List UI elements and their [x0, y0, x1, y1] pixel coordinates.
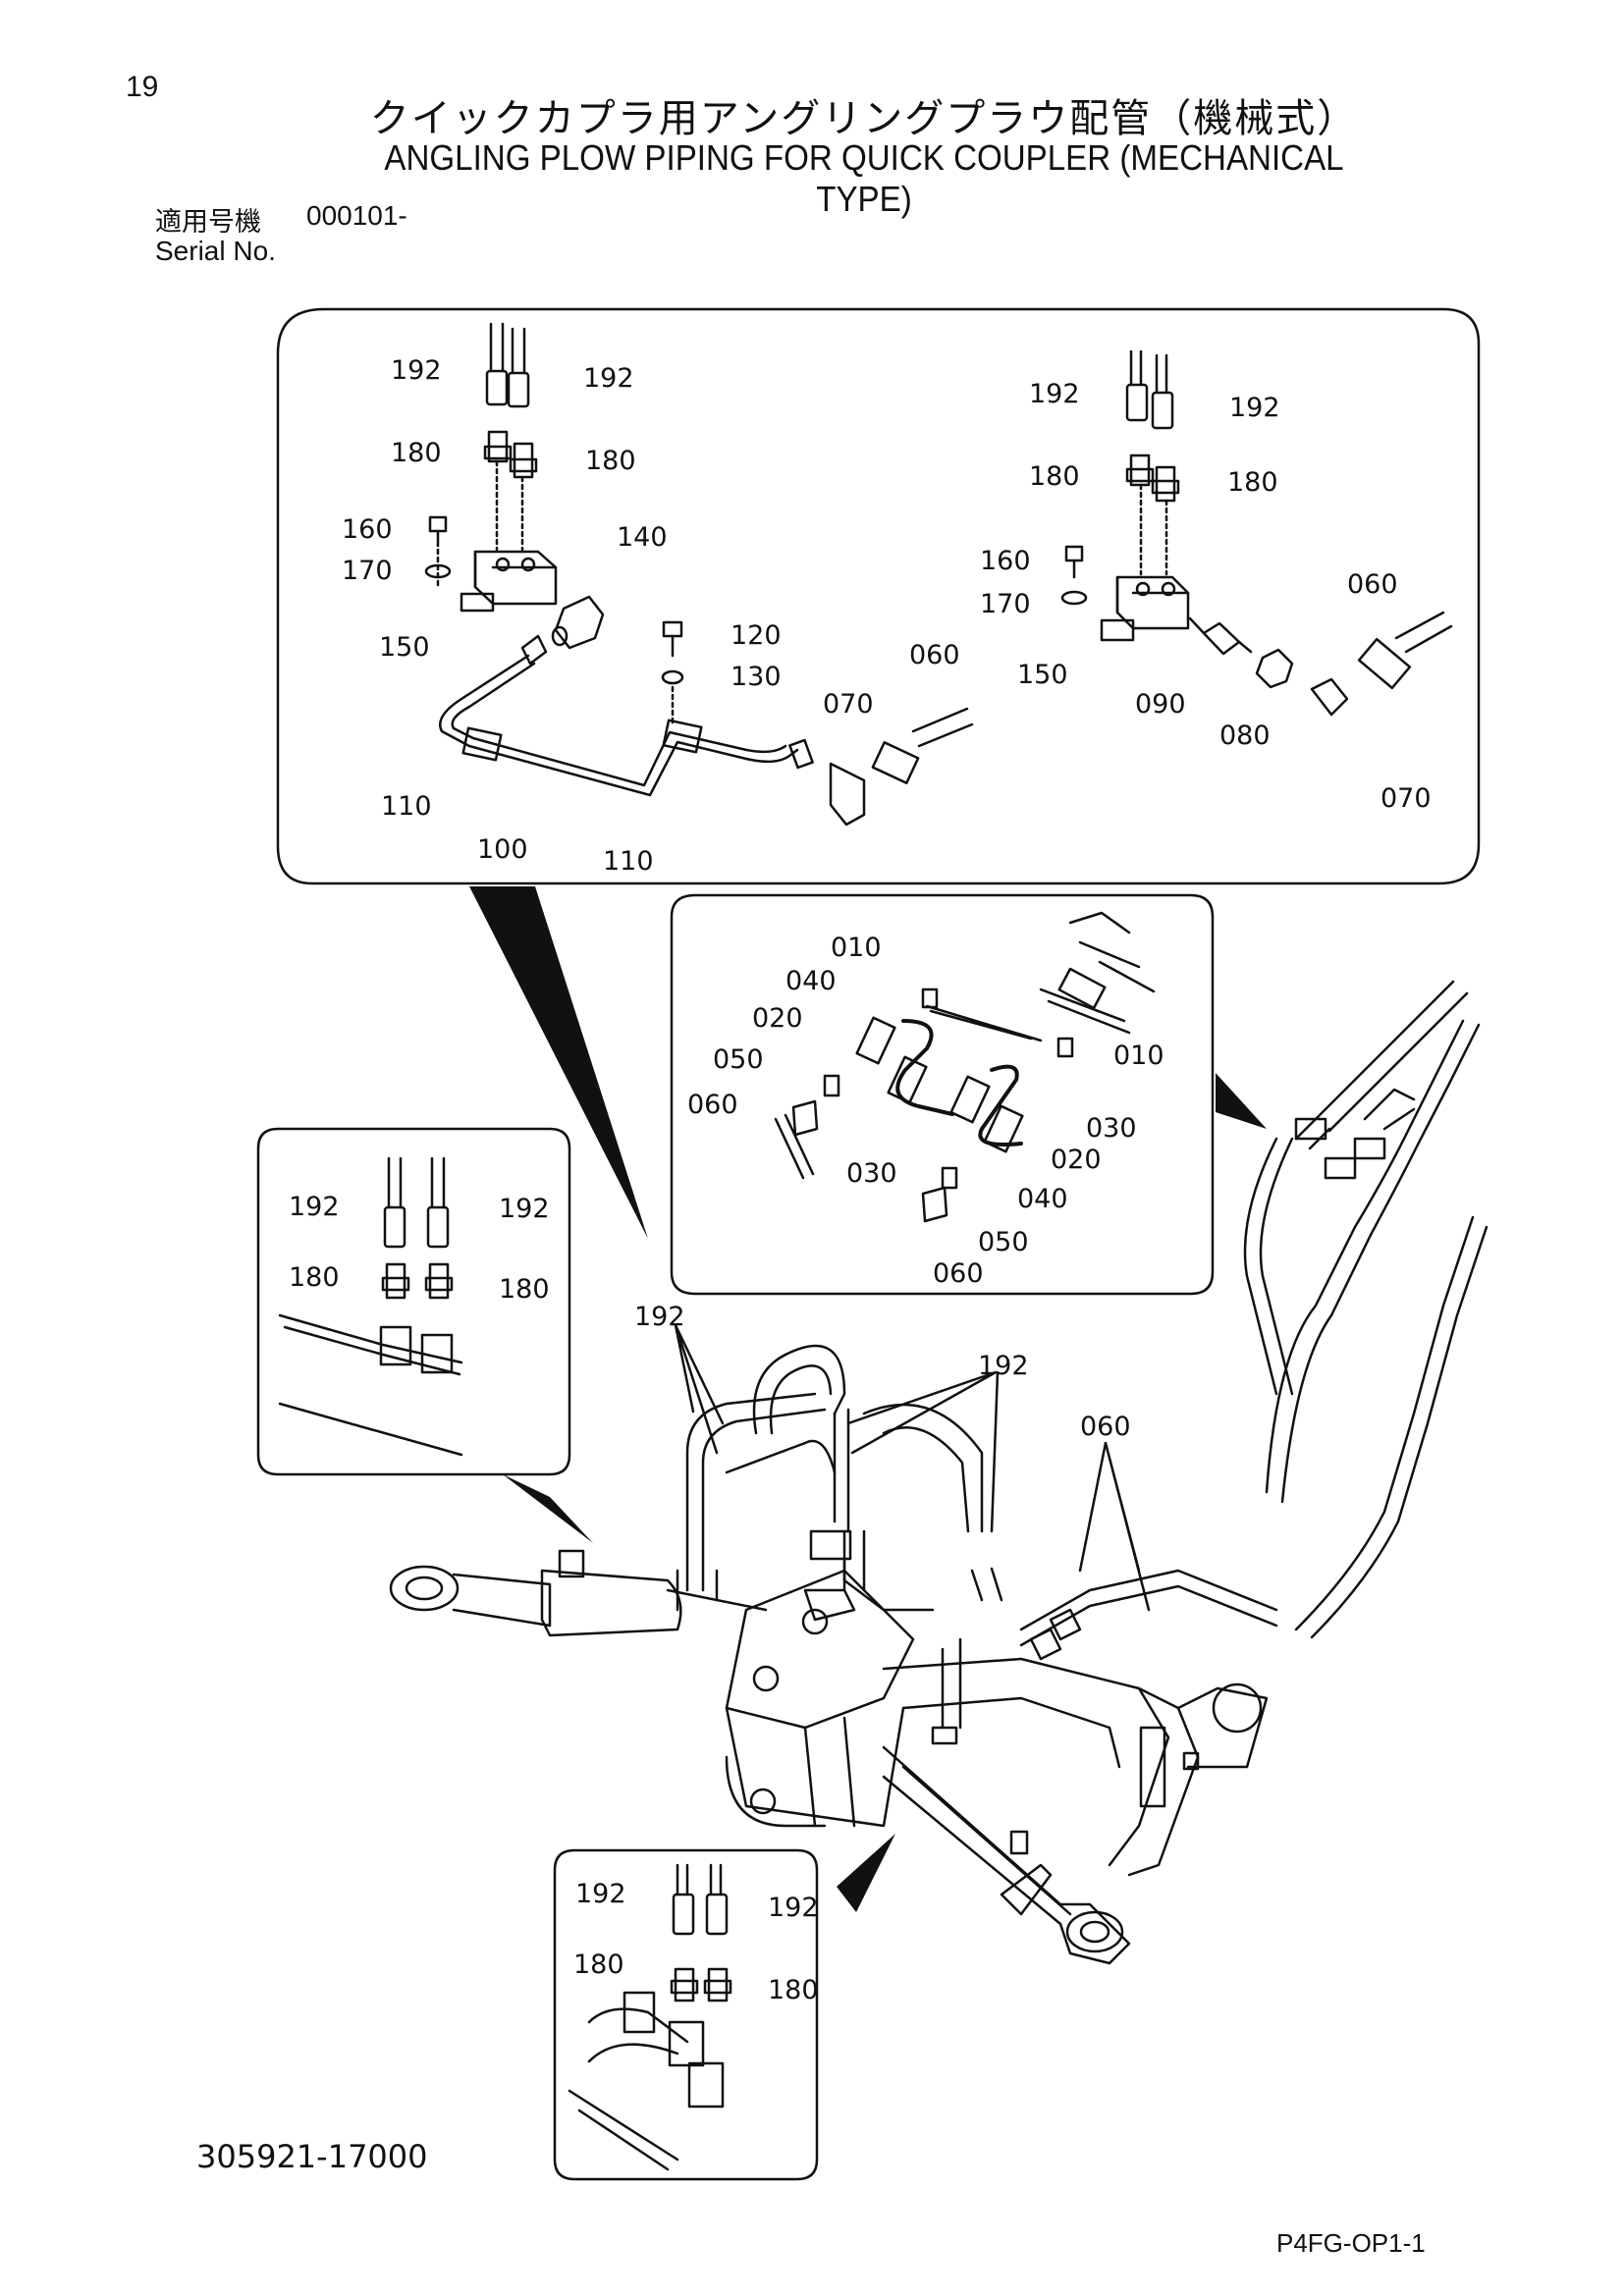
left-detail-frame [256, 1127, 571, 1476]
callout-label: 020 [752, 1003, 803, 1034]
callout-label: 030 [1086, 1113, 1137, 1144]
callout-label: 100 [477, 834, 528, 865]
callout-label: 180 [391, 438, 442, 468]
title-english: ANGLING PLOW PIPING FOR QUICK COUPLER (M… [384, 137, 1344, 219]
page-code: P4FG-OP1-1 [1276, 2228, 1426, 2258]
callout-label: 090 [1135, 689, 1186, 720]
pointer-wedge-middle [1216, 1073, 1267, 1129]
callout-label: 060 [1080, 1412, 1131, 1442]
callout-label: 130 [731, 662, 782, 692]
drawing-number: 305921-17000 [196, 2138, 428, 2175]
callout-label: 192 [575, 1879, 626, 1909]
callout-label: 180 [499, 1274, 550, 1305]
callout-label: 040 [785, 966, 837, 996]
callout-label: 040 [1017, 1184, 1068, 1214]
callout-label: 140 [617, 522, 668, 553]
callout-label: 060 [687, 1090, 738, 1120]
callout-label: 030 [846, 1158, 897, 1189]
callout-label: 160 [342, 514, 393, 545]
serial-label-japanese: 適用号機 [155, 207, 261, 238]
callout-label: 110 [381, 791, 432, 822]
callout-label: 180 [289, 1262, 340, 1293]
callout-label: 110 [603, 846, 654, 877]
callout-label: 060 [933, 1258, 984, 1289]
callout-label: 120 [731, 620, 782, 651]
callout-label: 192 [499, 1194, 550, 1224]
callout-label: 192 [1029, 379, 1080, 409]
callout-label: 060 [1347, 569, 1398, 600]
callout-label: 192 [978, 1351, 1029, 1381]
pointer-wedge-top [469, 886, 648, 1239]
callout-label: 150 [1017, 660, 1068, 690]
callout-label: 170 [342, 556, 393, 586]
callout-label: 180 [1029, 461, 1080, 492]
callout-label: 170 [980, 589, 1031, 619]
pointer-wedge-bottom [837, 1834, 895, 1912]
callout-label: 150 [379, 632, 430, 663]
serial-number-value: 000101- [306, 200, 407, 231]
callout-label: 180 [1227, 467, 1278, 498]
callout-label: 180 [573, 1949, 624, 1980]
callout-label: 192 [391, 355, 442, 386]
callout-label: 070 [1380, 783, 1432, 814]
top-detail-frame [276, 307, 1481, 885]
callout-label: 192 [768, 1893, 819, 1923]
pointer-wedge-left [503, 1474, 593, 1543]
middle-detail-frame [670, 893, 1215, 1296]
callout-label: 070 [823, 689, 874, 720]
callout-label: 050 [713, 1044, 764, 1075]
callout-label: 010 [1113, 1041, 1164, 1071]
callout-label: 060 [909, 640, 960, 670]
callout-label: 192 [583, 363, 634, 394]
callout-label: 192 [1229, 393, 1280, 423]
callout-label: 020 [1051, 1145, 1102, 1175]
callout-label: 160 [980, 546, 1031, 576]
callout-label: 050 [978, 1227, 1029, 1257]
callout-label: 192 [634, 1302, 685, 1332]
callout-label: 010 [831, 933, 882, 963]
callout-label: 180 [768, 1975, 819, 2005]
title-japanese: クイックカプラ用アングリングプラウ配管（機械式） [369, 96, 1359, 141]
callout-label: 080 [1219, 721, 1271, 751]
callout-label: 180 [585, 446, 636, 476]
page-number: 19 [126, 71, 159, 103]
bottom-detail-frame [553, 1848, 819, 2181]
serial-label-english: Serial No. [155, 236, 276, 266]
callout-label: 192 [289, 1192, 340, 1222]
